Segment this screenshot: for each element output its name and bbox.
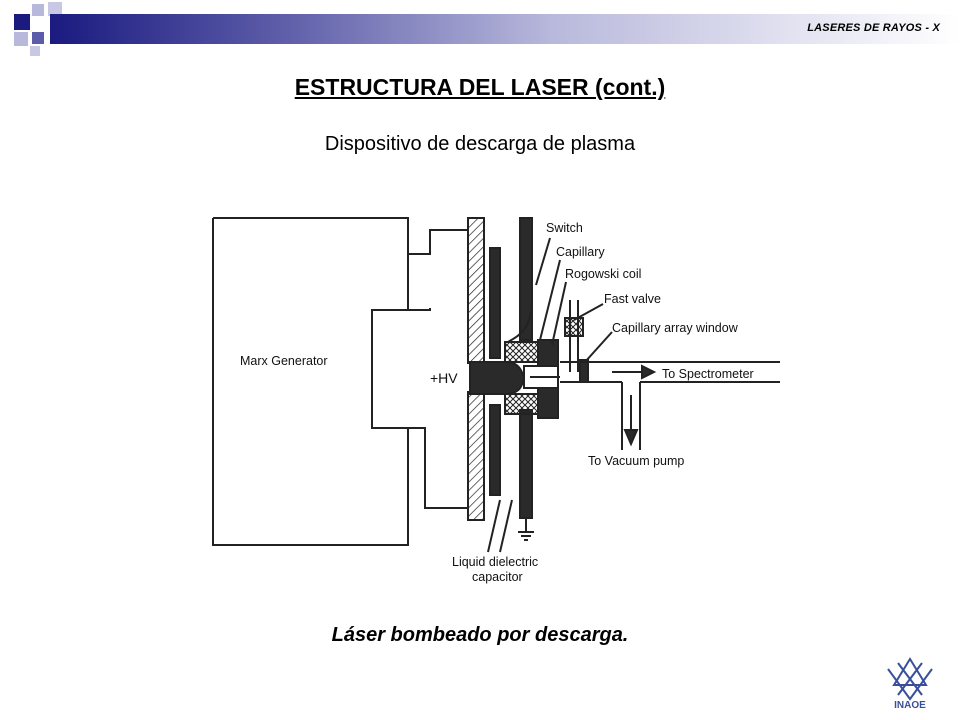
ground-plate-lower xyxy=(519,409,533,519)
capillary-array-window xyxy=(579,359,589,383)
label-rogowski-coil: Rogowski coil xyxy=(565,267,641,281)
label-switch: Switch xyxy=(546,221,583,235)
decor-square-light xyxy=(32,4,44,16)
header-tag: LASERES DE RAYOS - X xyxy=(807,22,940,34)
header-gradient-bar xyxy=(50,14,960,44)
label-to-spectrometer: To Spectrometer xyxy=(662,367,754,381)
decor-square-light xyxy=(30,46,40,56)
label-hv: +HV xyxy=(430,370,458,386)
label-marx-generator: Marx Generator xyxy=(240,354,328,368)
inner-electrode-upper xyxy=(489,247,501,359)
label-to-vacuum-pump: To Vacuum pump xyxy=(588,454,684,468)
inner-electrode-lower xyxy=(489,404,501,496)
label-capacitor: capacitor xyxy=(472,570,523,584)
label-capillary: Capillary xyxy=(556,245,605,259)
decor-square-dark xyxy=(14,14,30,30)
slide-title: ESTRUCTURA DEL LASER (cont.) xyxy=(294,74,666,100)
label-capillary-array-window: Capillary array window xyxy=(612,321,739,335)
decor-square-light xyxy=(14,32,28,46)
switch-curve xyxy=(507,299,533,343)
decor-square-light xyxy=(48,2,62,16)
ground-plate-upper xyxy=(519,217,533,341)
hv-plate-lower xyxy=(467,391,485,521)
plasma-discharge-diagram: Switch Capillary Rogowski coil Fast valv… xyxy=(212,217,780,584)
fast-valve xyxy=(564,317,584,337)
logo-text: INAOE xyxy=(894,700,926,711)
decor-square-mid xyxy=(32,32,44,44)
label-fast-valve: Fast valve xyxy=(604,292,661,306)
inaoe-logo: INAOE xyxy=(887,657,933,711)
hv-electrode xyxy=(469,361,526,395)
hv-plate-upper xyxy=(467,217,485,364)
slide-caption: Láser bombeado por descarga. xyxy=(331,624,629,646)
marx-generator-outline xyxy=(213,217,409,254)
label-liquid-dielectric: Liquid dielectric xyxy=(452,555,538,569)
slide-subtitle: Dispositivo de descarga de plasma xyxy=(324,133,636,155)
